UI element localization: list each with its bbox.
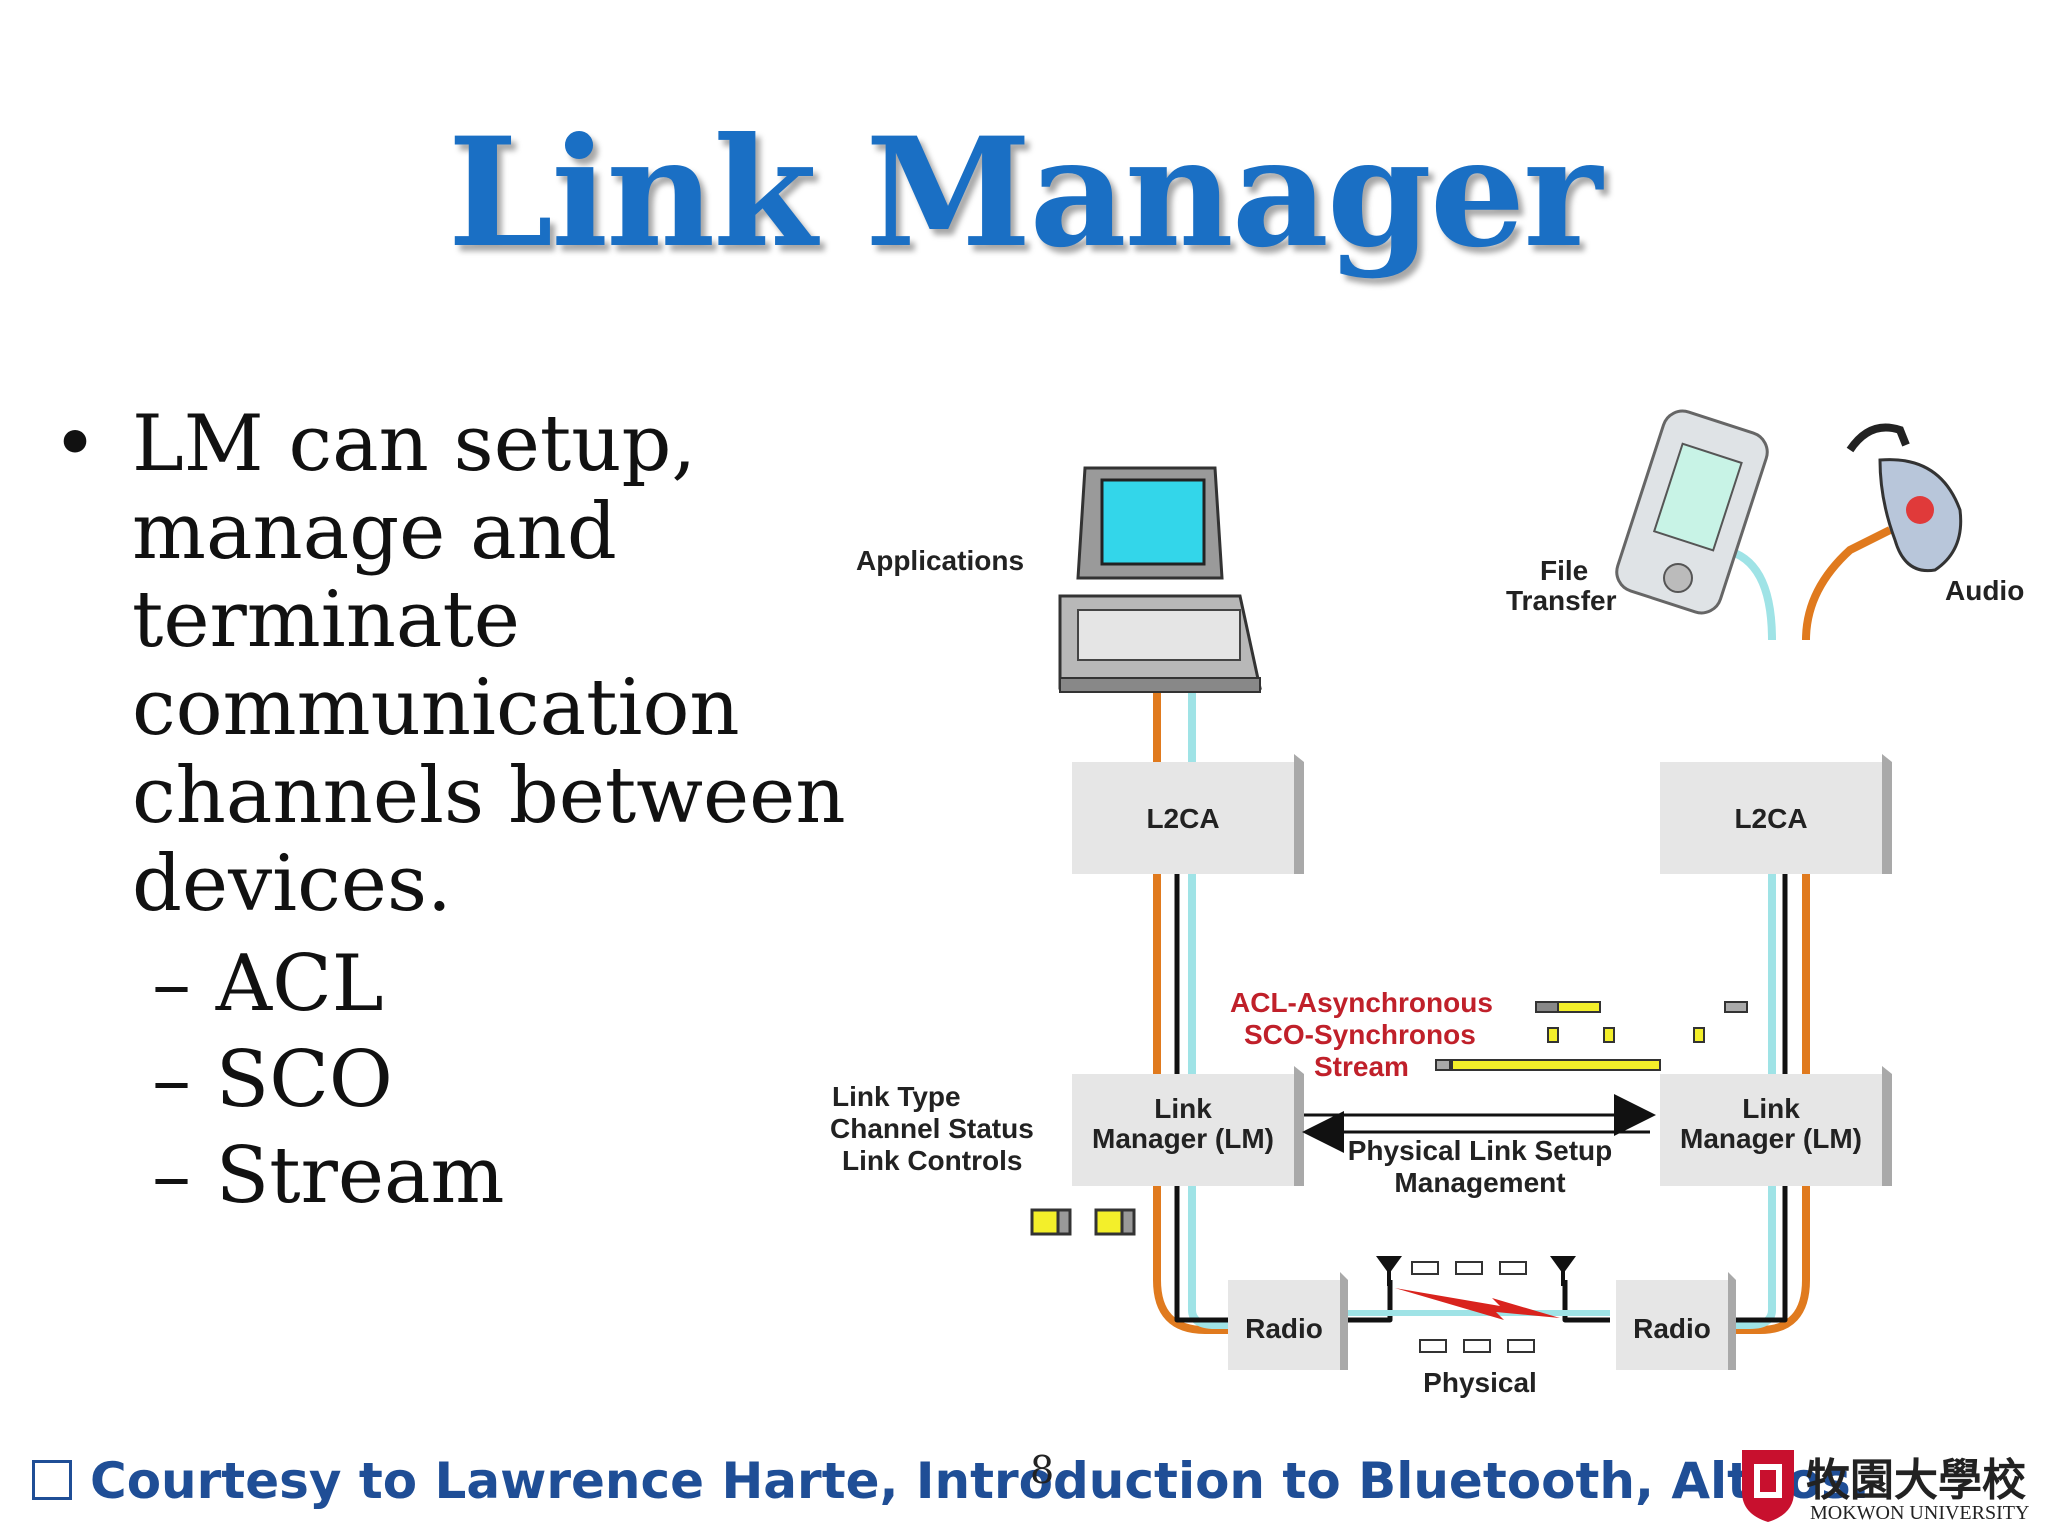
radio-label-left: Radio: [1245, 1313, 1323, 1344]
antenna-right: [1550, 1256, 1576, 1286]
label-transfer: Transfer: [1506, 585, 1617, 616]
l2ca-box-left: L2CA: [1072, 754, 1304, 874]
label-file: File: [1540, 555, 1588, 586]
label-applications: Applications: [856, 545, 1024, 576]
antenna-left: [1376, 1256, 1402, 1286]
laptop-icon: [1058, 466, 1262, 693]
footer-text: Courtesy to Lawrence Harte, Introduction…: [90, 1452, 1870, 1510]
label-audio: Audio: [1945, 575, 2024, 606]
label-link-controls: Link Controls: [842, 1145, 1022, 1176]
university-logo: 牧園大學校 MOKWON UNIVERSITY: [1738, 1444, 2038, 1528]
sub-list: – ACL – SCO – Stream: [52, 936, 872, 1224]
logo-text: 牧園大學校: [1806, 1455, 2026, 1506]
radio-label-right: Radio: [1633, 1313, 1711, 1344]
lm-label-right-2: Manager (LM): [1680, 1123, 1862, 1154]
bullet-text: LM can setup, manage and terminate commu…: [132, 399, 846, 929]
radio-box-left: Radio: [1228, 1272, 1348, 1370]
logo-subtext: MOKWON UNIVERSITY: [1810, 1502, 2030, 1524]
sub-item-stream: – Stream: [152, 1131, 505, 1221]
headset-icon: [1846, 423, 1963, 573]
link-manager-box-right: Link Manager (LM): [1660, 1066, 1892, 1186]
radio-box-right: Radio: [1616, 1272, 1736, 1370]
radio-packets: [1411, 1261, 1535, 1353]
right-orange-wire: [1802, 526, 1892, 641]
l2ca-label-right: L2CA: [1734, 803, 1807, 834]
lm-label-left-1: Link: [1154, 1093, 1212, 1124]
label-management: Management: [1394, 1167, 1565, 1198]
slide-title: Link Manager: [447, 105, 1603, 281]
l2ca-label-left: L2CA: [1146, 803, 1219, 834]
connection-wires: [1153, 526, 1892, 1334]
bullet-dot: •: [52, 399, 99, 489]
left-black-wire: [1174, 865, 1240, 1323]
bullet-item: • LM can setup, manage and terminate com…: [52, 400, 872, 928]
lightning-icon: [1395, 1288, 1560, 1320]
packet-icons: [1435, 1001, 1748, 1071]
label-channel-status: Channel Status: [830, 1113, 1034, 1144]
label-sco: SCO-Synchronos: [1244, 1019, 1476, 1050]
label-acl: ACL-Asynchronous: [1230, 987, 1493, 1018]
lm-label-left-2: Manager (LM): [1092, 1123, 1274, 1154]
university-emblem-icon: [1742, 1450, 1794, 1522]
lm-label-right-1: Link: [1742, 1093, 1800, 1124]
link-manager-box-left: Link Manager (LM): [1072, 1066, 1304, 1186]
sub-item-sco: – SCO: [152, 1035, 393, 1125]
label-stream: Stream: [1314, 1051, 1409, 1082]
page-number: 8: [1030, 1448, 1055, 1492]
label-link-type: Link Type: [832, 1081, 961, 1112]
left-orange-wire: [1153, 690, 1240, 1334]
bluetooth-stack-diagram: Applications File Transfer Audio L2CA L2…: [830, 409, 2024, 1398]
sub-item-acl: – ACL: [152, 939, 384, 1029]
label-physical-setup: Physical Link Setup: [1348, 1135, 1613, 1166]
bullet-list: • LM can setup, manage and terminate com…: [52, 400, 872, 1224]
right-black-wire: [1725, 865, 1788, 1323]
footer-courtesy: Courtesy to Lawrence Harte, Introduction…: [32, 1452, 1870, 1510]
pda-icon: [1615, 409, 1769, 615]
checkbox-square-icon: [32, 1460, 72, 1500]
radio-link-black: [1345, 1280, 1610, 1323]
label-physical: Physical: [1423, 1367, 1537, 1398]
l2ca-box-right: L2CA: [1660, 754, 1892, 874]
right-orange-wire-lower: [1725, 865, 1810, 1334]
yellow-packets: [1030, 1208, 1136, 1236]
